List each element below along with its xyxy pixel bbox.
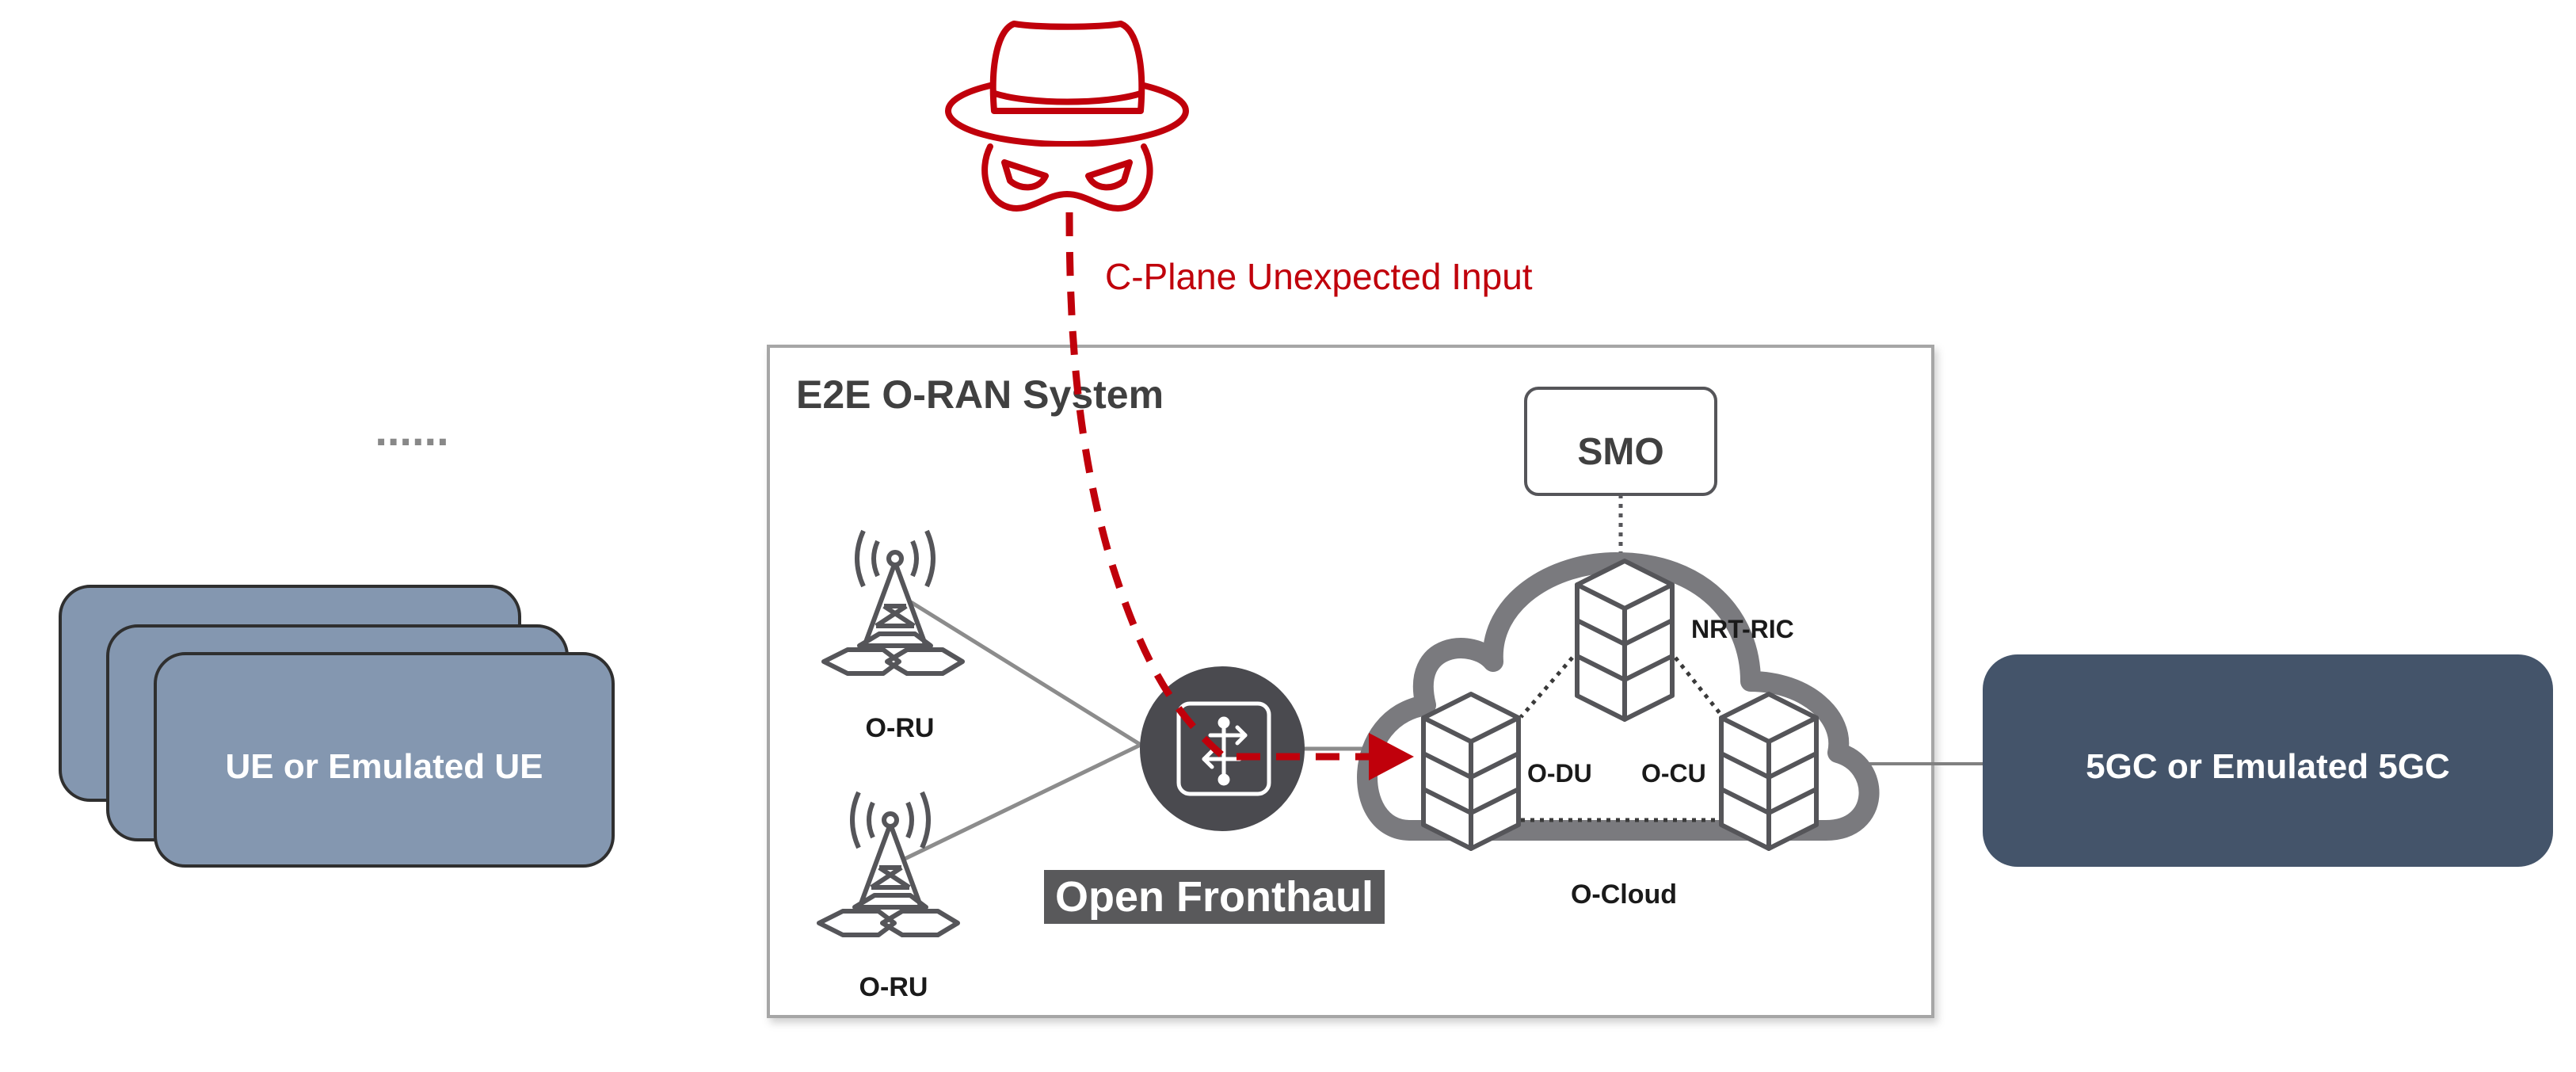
attack-path: [1065, 212, 1380, 761]
ue-stack: UE or Emulated UE: [59, 585, 615, 868]
attack-arrowhead: [1369, 733, 1414, 780]
ric-server-icon: [1575, 559, 1675, 722]
fronthaul-label-bg: [1044, 870, 1385, 924]
system-title: E2E O-RAN System: [796, 372, 1164, 417]
attack-label: C-Plane Unexpected Input: [1105, 256, 1533, 297]
du-server-icon: [1421, 692, 1521, 851]
fronthaul-label: Open Fronthaul: [1055, 873, 1374, 921]
hacker-icon: [945, 21, 1189, 212]
cu-server-icon: [1719, 692, 1819, 851]
oru-link-lower: [901, 742, 1142, 862]
oru-tower-icon: [817, 791, 960, 937]
switch-arrows-icon: [1176, 701, 1271, 796]
ue-ellipsis: ......: [375, 405, 448, 455]
cloud-node-links: [1519, 656, 1724, 822]
ue-label: UE or Emulated UE: [226, 747, 543, 786]
smo-label: SMO: [1577, 431, 1663, 473]
oru-label-lower: O-RU: [859, 972, 928, 1002]
cu-label: O-CU: [1641, 759, 1706, 788]
ue-card-front: [154, 652, 615, 868]
o-cloud-shape: [1357, 552, 1880, 841]
ric-label: NRT-RIC: [1691, 615, 1794, 643]
oru-link-upper: [909, 600, 1142, 747]
du-label: O-DU: [1527, 759, 1592, 788]
oru-label-upper: O-RU: [866, 713, 935, 743]
oru-tower-icon: [821, 529, 965, 676]
o-cloud-label: O-Cloud: [1571, 879, 1677, 910]
core-box: [1983, 654, 2553, 867]
core-label: 5GC or Emulated 5GC: [2086, 747, 2450, 786]
